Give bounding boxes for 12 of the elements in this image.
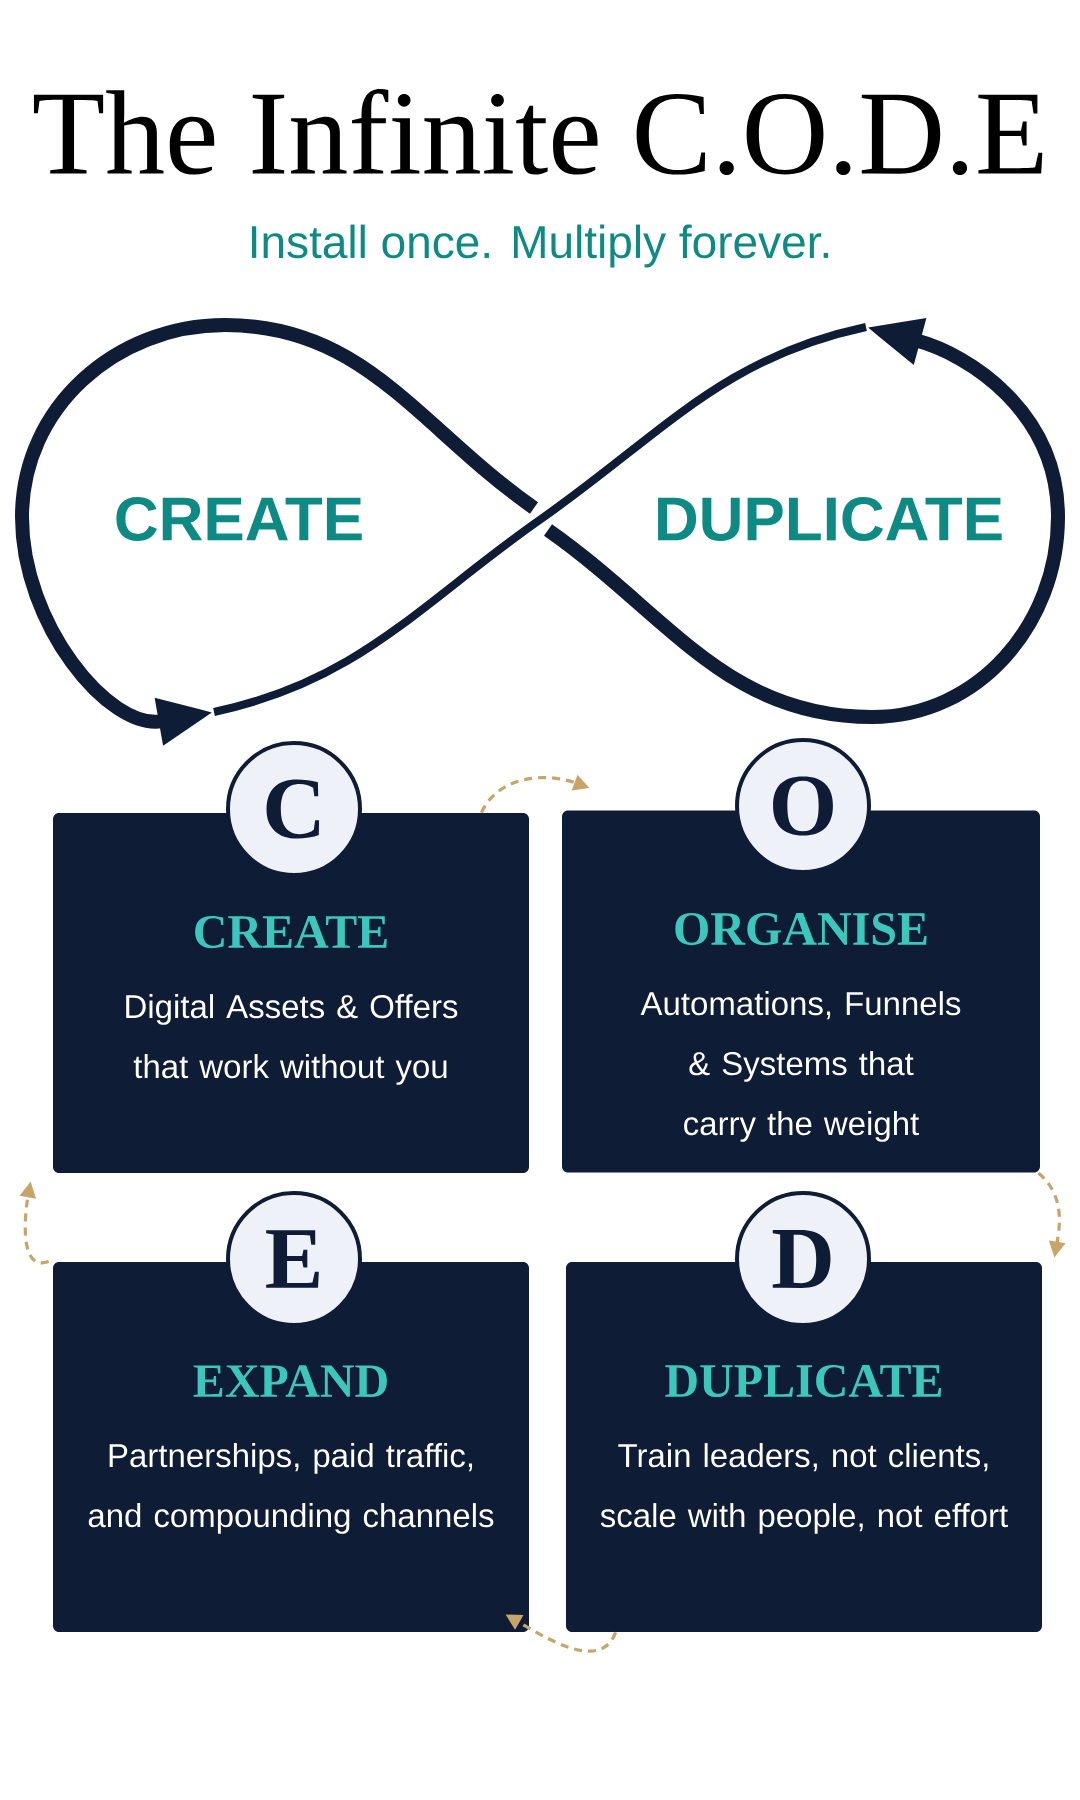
card-heading: CREATE <box>195 915 387 949</box>
loop-label: DUPLICATE <box>658 497 1002 541</box>
loop-label: CREATE <box>116 497 362 541</box>
card-heading: DUPLICATE <box>665 1364 942 1398</box>
card-heading: EXPAND <box>193 1365 387 1397</box>
subtitle: Install once. Multiply forever. <box>251 224 829 268</box>
card-text: Digital Assets & Offers that work without you <box>126 994 458 1085</box>
card-text: Partnerships, paid traffic, and compounding channels <box>88 1443 494 1534</box>
card-heading: ORGANISE <box>675 912 927 946</box>
card-text: Automations, Funnels & Systems that carry the weight <box>640 991 961 1142</box>
card-text: Train leaders, not clients, scale with people, not effort <box>600 1443 1008 1534</box>
title: The Infinite C.O.D.E <box>33 88 1043 176</box>
